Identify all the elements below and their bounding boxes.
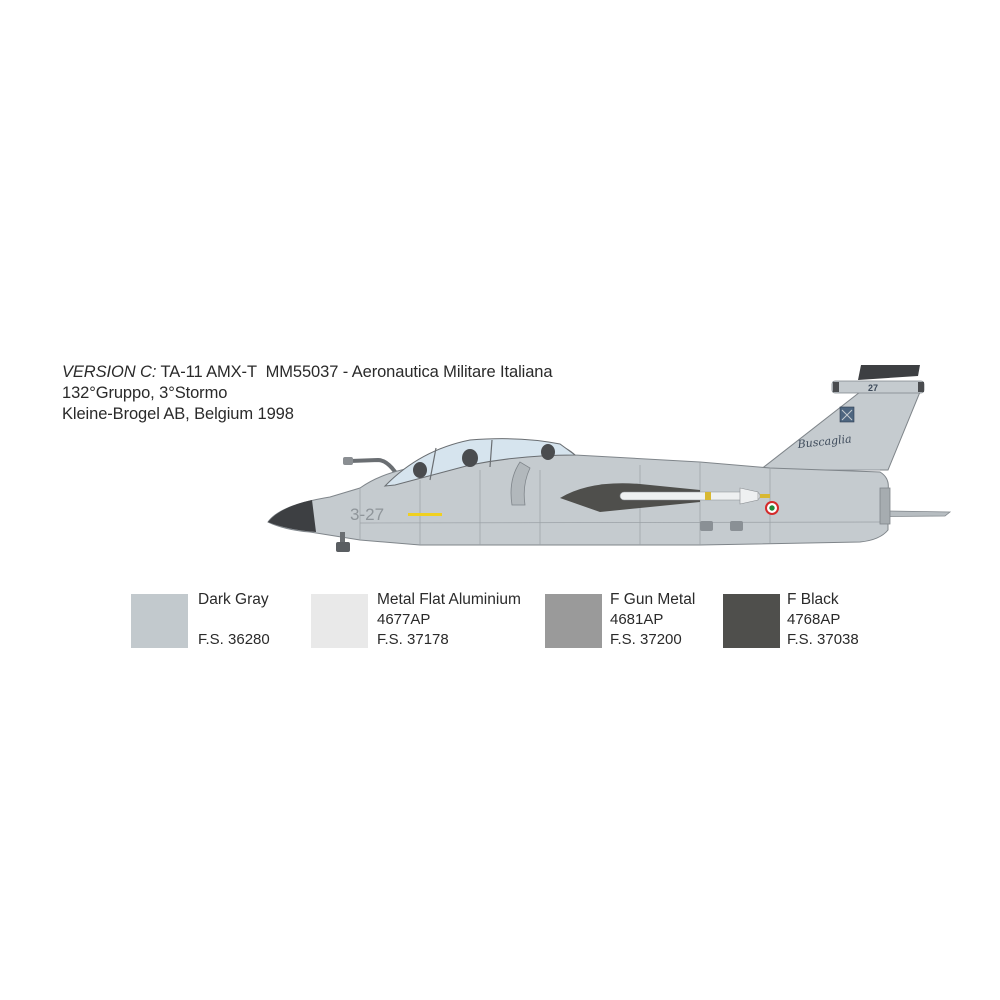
paint-code: 4768AP: [787, 611, 841, 628]
nose-landing-gear: [336, 532, 350, 552]
paint-name: Metal Flat Aluminium: [377, 591, 521, 608]
fs-code: F.S. 36280: [198, 631, 270, 648]
paint-code: 4681AP: [610, 611, 664, 628]
refuel-probe: [343, 457, 402, 480]
wingtip-missile: [619, 487, 770, 505]
paint-name: Dark Gray: [198, 591, 269, 608]
vertical-tail: 27 Buscaglia: [758, 365, 925, 471]
color-swatch: [545, 594, 602, 648]
paint-legend: Dark Gray F.S. 36280 Metal Flat Aluminiu…: [0, 590, 1000, 660]
version-caption: VERSION C: TA-11 AMX-T MM55037 - Aeronau…: [62, 362, 553, 425]
color-swatch: [131, 594, 188, 648]
aircraft-profile-illustration: 27 Buscaglia 3-27: [267, 365, 952, 552]
fs-code: F.S. 37200: [610, 631, 682, 648]
aircraft-designation: TA-11 AMX-T MM55037 - Aeronautica Milita…: [156, 363, 553, 381]
fuselage: 3-27: [267, 438, 891, 546]
italian-roundel: [765, 501, 779, 515]
paint-name: F Gun Metal: [610, 591, 696, 608]
tail-signature: Buscaglia: [796, 432, 852, 451]
caption-base-year: Kleine-Brogel AB, Belgium 1998: [62, 405, 294, 423]
fs-code: F.S. 37178: [377, 631, 449, 648]
fs-code: F.S. 37038: [787, 631, 859, 648]
version-label: VERSION C:: [62, 363, 157, 381]
color-swatch: [723, 594, 780, 648]
side-code: 3-27: [350, 505, 384, 524]
caption-line-1: VERSION C: TA-11 AMX-T MM55037 - Aeronau…: [62, 362, 553, 383]
tail-number: 27: [868, 383, 878, 393]
color-swatch: [311, 594, 368, 648]
paint-name: F Black: [787, 591, 839, 608]
caption-unit: 132°Gruppo, 3°Stormo: [62, 384, 228, 402]
paint-code: 4677AP: [377, 611, 431, 628]
